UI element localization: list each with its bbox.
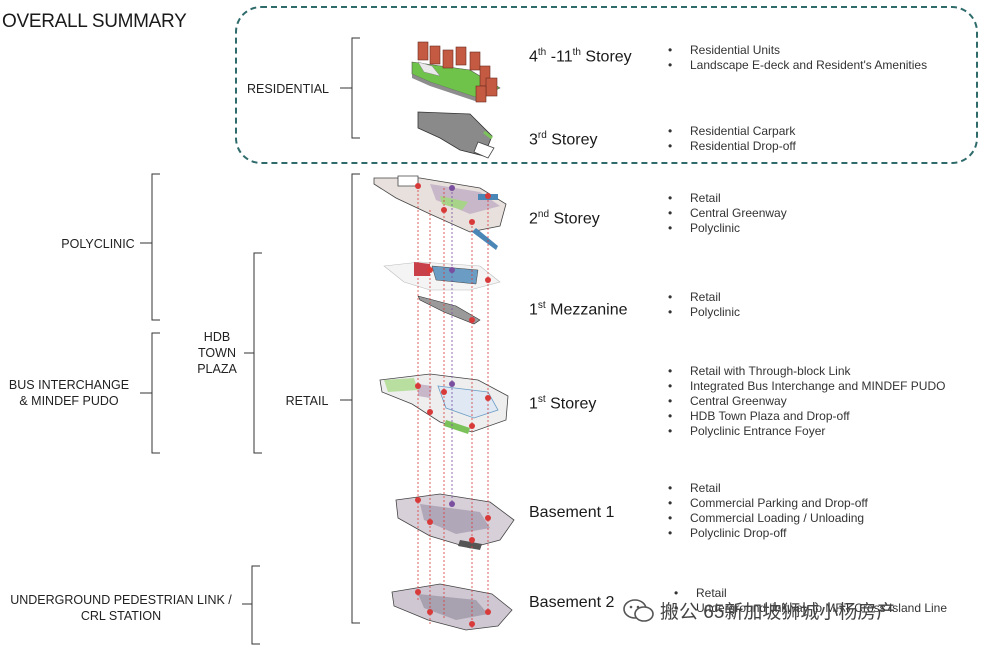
feature-list: Retail Underground linkway to MRT Cross … — [672, 586, 947, 616]
feature-list: Retail Polyclinic — [666, 290, 740, 320]
feature-list: Residential Carpark Residential Drop-off — [666, 124, 796, 154]
floor-name: 1st Mezzanine — [529, 300, 628, 319]
residential-frame — [235, 6, 978, 164]
feature-item: Central Greenway — [666, 206, 787, 221]
hdb-bracket — [244, 252, 262, 454]
feature-item: Retail — [672, 586, 947, 601]
group-retail: RETAIL — [285, 394, 329, 408]
retail-bracket — [340, 173, 360, 624]
feature-list: Retail Commercial Parking and Drop-off C… — [666, 481, 868, 541]
feature-item: Underground linkway to MRT Cross Island … — [672, 601, 947, 616]
basement-2-plan — [391, 583, 513, 631]
floor-name: Basement 2 — [529, 594, 615, 611]
feature-item: Residential Carpark — [666, 124, 796, 139]
floor-name: 2nd Storey — [529, 209, 600, 228]
group-polyclinic: POLYCLINIC — [61, 237, 135, 251]
floor-name: 3rd Storey — [529, 130, 598, 149]
feature-list: Residential Units Landscape E-deck and R… — [666, 43, 927, 73]
feature-item: Residential Drop-off — [666, 139, 796, 154]
feature-item: Landscape E-deck and Resident's Amenitie… — [666, 58, 927, 73]
underground-bracket — [242, 565, 260, 645]
group-underground-link: UNDERGROUND PEDESTRIAN LINK / CRL STATIO… — [10, 593, 232, 623]
floor-name: 1st Storey — [529, 394, 597, 413]
feature-item: Retail — [666, 191, 787, 206]
feature-item: Polyclinic — [666, 305, 740, 320]
first-storey-plan — [379, 373, 509, 434]
feature-item: Residential Units — [666, 43, 927, 58]
feature-item: Commercial Parking and Drop-off — [666, 496, 868, 511]
floor-name: Basement 1 — [529, 504, 615, 521]
feature-item: Retail — [666, 290, 740, 305]
floor-name: 4th -11th Storey — [529, 47, 632, 66]
feature-item: Integrated Bus Interchange and MINDEF PU… — [666, 379, 945, 394]
feature-item: HDB Town Plaza and Drop-off — [666, 409, 945, 424]
feature-item: Polyclinic Entrance Foyer — [666, 424, 945, 439]
group-bus-interchange: BUS INTERCHANGE & MINDEF PUDO — [8, 378, 130, 408]
wechat-icon — [623, 598, 654, 622]
second-storey-plan — [373, 175, 507, 250]
group-residential: RESIDENTIAL — [247, 82, 329, 96]
group-hdb-town-plaza: HDB TOWN PLAZA — [197, 330, 237, 376]
feature-list: Retail with Through-block Link Integrate… — [666, 364, 945, 439]
feature-item: Retail — [666, 481, 868, 496]
feature-item: Commercial Loading / Unloading — [666, 511, 868, 526]
residential-bracket — [340, 37, 360, 139]
feature-item: Retail with Through-block Link — [666, 364, 945, 379]
basement-1-plan — [395, 493, 515, 550]
watermark-text: 搬公 65新加坡狮城小杨房产 — [660, 602, 896, 623]
watermark: 搬公 65新加坡狮城小杨房产 — [622, 597, 895, 624]
third-storey-plan — [417, 111, 495, 159]
feature-item: Polyclinic — [666, 221, 787, 236]
residential-blocks-illustration — [411, 41, 501, 103]
mezzanine-plan — [383, 261, 501, 325]
core-markers — [415, 183, 491, 627]
bus-bracket — [140, 332, 160, 454]
polyclinic-bracket — [140, 173, 160, 321]
feature-list: Retail Central Greenway Polyclinic — [666, 191, 787, 236]
vertical-core-lines — [417, 186, 489, 628]
feature-item: Polyclinic Drop-off — [666, 526, 868, 541]
page-title: OVERALL SUMMARY — [2, 11, 187, 32]
feature-item: Central Greenway — [666, 394, 945, 409]
